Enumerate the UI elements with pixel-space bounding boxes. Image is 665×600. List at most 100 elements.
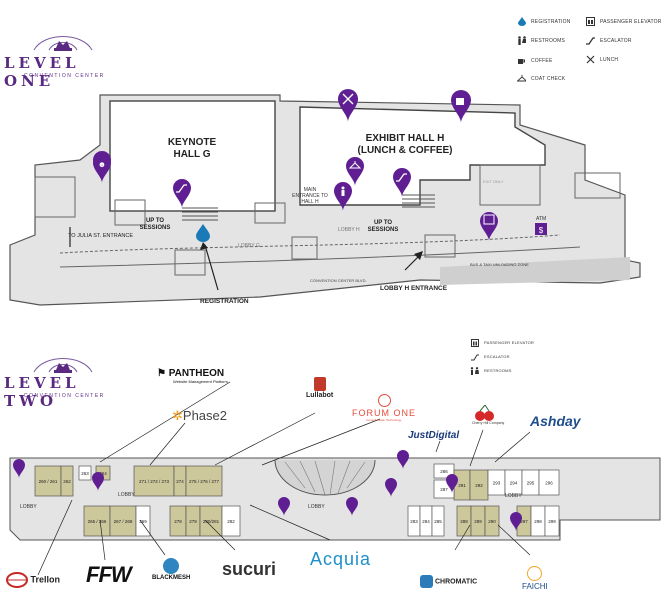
up-sessions-label: SESSIONS [140,225,171,231]
atm-label: ATM [536,216,546,222]
bottom-room-number: 282 [227,519,235,524]
blackmesh-logo[interactable]: BLACKMESH [152,558,190,581]
top-room[interactable] [185,465,223,497]
bottom-room-number: 287 [440,487,448,492]
top-room-number: 286 [440,469,448,474]
chromatic-logo[interactable]: CHROMATIC [420,575,477,588]
legend-label: LUNCH [600,56,619,63]
ffw-logo[interactable]: FFW [86,562,132,588]
elevator-pin-2a[interactable] [278,497,290,516]
exit-only-label: EXIT ONLY [483,179,504,184]
pantheon-logo[interactable]: ⚑ PANTHEON Website Management Platform [157,368,228,384]
keynote-label-2: HALL G [173,149,210,160]
elevator-pin[interactable] [480,212,498,241]
bottom-room[interactable] [221,505,241,537]
top-room-number: 296 [545,481,553,486]
drop-icon [517,17,526,26]
top-room-number: 292 [475,483,483,488]
cherry-hill-name: Cherry Hill Company [472,421,505,425]
top-room[interactable] [78,465,92,481]
lobby-label: LOBBY [118,492,135,498]
pantheon-tagline: Website Management Platform [173,379,228,384]
keynote-label-1: KEYNOTE [168,137,217,148]
bottom-room[interactable] [109,505,137,537]
elevator-icon [470,338,479,347]
top-room[interactable] [133,465,175,497]
restroom-pin-2a[interactable] [13,459,25,478]
atm-icon[interactable]: $ [535,223,547,235]
bottom-room[interactable] [431,505,445,537]
restroom-pin[interactable]: ☻ [93,151,112,183]
top-room[interactable] [60,465,74,497]
exhibit-label-1: EXHIBIT HALL H [366,133,445,144]
forum-one-logo[interactable]: FORUM ONE Consult. Data. Technology. [352,394,416,422]
bottom-room[interactable] [484,505,500,537]
elevator-pin-2b[interactable] [446,474,458,493]
crown-icon [33,358,93,373]
legend-restrooms-2: RESTROOMS [470,366,512,375]
pantheon-name: PANTHEON [168,368,225,379]
restroom-pin-h[interactable] [334,182,352,211]
lunch-pin[interactable] [338,89,358,122]
bottom-room-number: 265 / 266 [88,519,107,524]
top-room[interactable] [34,465,62,497]
top-room-number: 264 [99,471,107,476]
bottom-room-number: 269 [139,519,147,524]
acquia-logo[interactable]: Acquia [310,549,371,570]
legend-label: RESTROOMS [531,37,566,44]
cherry-icon [475,405,494,421]
legend-label: RESTROOMS [484,368,512,373]
restroom-icon [517,36,526,45]
escalator-pin-2a[interactable] [92,472,104,491]
chromatic-name: CHROMATIC [434,578,478,586]
top-room[interactable] [538,469,560,496]
ashday-name: Ashday [530,413,581,429]
level-two-subtitle: CONVENTION CENTER [24,393,105,399]
coat-check-pin[interactable] [346,157,364,186]
legend-label: REGISTRATION [531,18,571,25]
bottom-room-number: 299 [548,519,556,524]
forum-one-tagline: Consult. Data. Technology. [366,418,402,422]
phase2-logo[interactable]: ✲Phase2 [172,408,227,424]
restroom-pin-2b[interactable] [397,450,409,469]
faichi-logo[interactable]: FAICHI [522,566,548,591]
bottom-room[interactable] [544,505,560,537]
escalator-pin-left[interactable] [173,179,191,208]
justdigital-name: JustDigital [408,430,460,441]
escalator-icon [470,352,479,361]
lullabot-logo[interactable]: Lullabot [306,377,333,399]
trellon-name: Trellon [30,574,61,585]
bottom-room[interactable] [83,505,111,537]
ashday-logo[interactable]: Ashday [530,413,581,429]
top-room-number: 263 [81,471,89,476]
pantheon-icon: ⚑ [157,368,169,379]
legend-label: ESCALATOR [600,37,632,44]
escalator-pin-2c[interactable] [385,478,397,497]
escalator-left [182,207,218,221]
bottom-room-number: 267 / 268 [114,519,133,524]
escalator-pin-right[interactable] [393,168,411,197]
top-room-number: 295 [527,481,535,486]
coffee-pin[interactable] [451,90,471,123]
sucuri-logo[interactable]: sucuri [222,559,276,580]
top-room-number: 262 [63,479,71,484]
cherry-hill-logo[interactable]: Cherry Hill Company [472,405,504,425]
restroom-pin-2c[interactable] [510,512,522,531]
up-sessions-label: UP TO [374,220,392,226]
bus-zone [440,257,630,285]
lobby-label: LOBBY [20,504,37,510]
bottom-room-number: 285 [434,519,442,524]
registration-drop-icon[interactable] [196,224,210,242]
lullabot-name: Lullabot [306,392,334,399]
chromatic-icon [420,575,433,588]
crown-icon [33,36,93,51]
bottom-room-number: 278 [174,519,182,524]
justdigital-logo[interactable]: JustDigital [408,430,459,441]
up-sessions-label: UP TO [146,218,164,224]
top-room-number: 260 / 261 [39,479,58,484]
trellon-logo[interactable]: Trellon [6,572,60,588]
ffw-name: FFW [86,562,132,587]
up-sessions-label: SESSIONS [368,227,399,233]
escalator-pin-2b[interactable] [346,497,358,516]
